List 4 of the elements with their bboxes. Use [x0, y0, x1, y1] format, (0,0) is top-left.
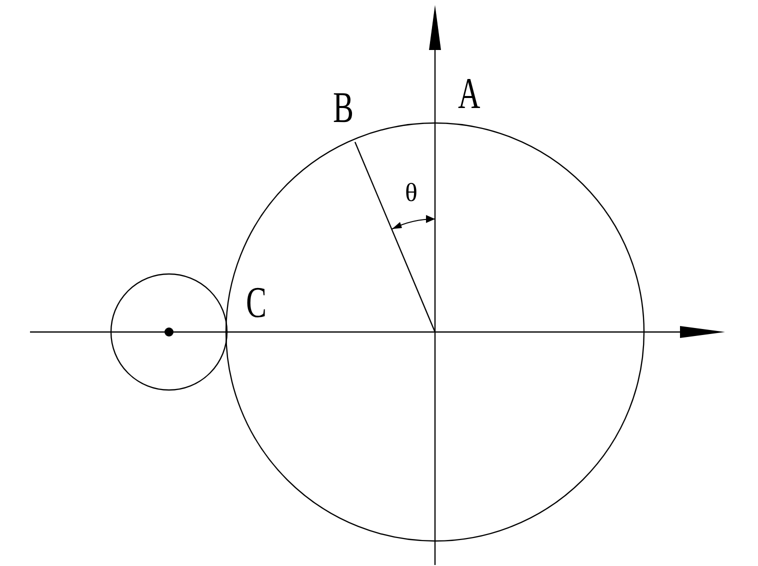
- angle-label: θ: [405, 180, 418, 206]
- point-label: B: [333, 86, 354, 130]
- point-label: C: [246, 281, 267, 325]
- point-label: A: [458, 72, 480, 116]
